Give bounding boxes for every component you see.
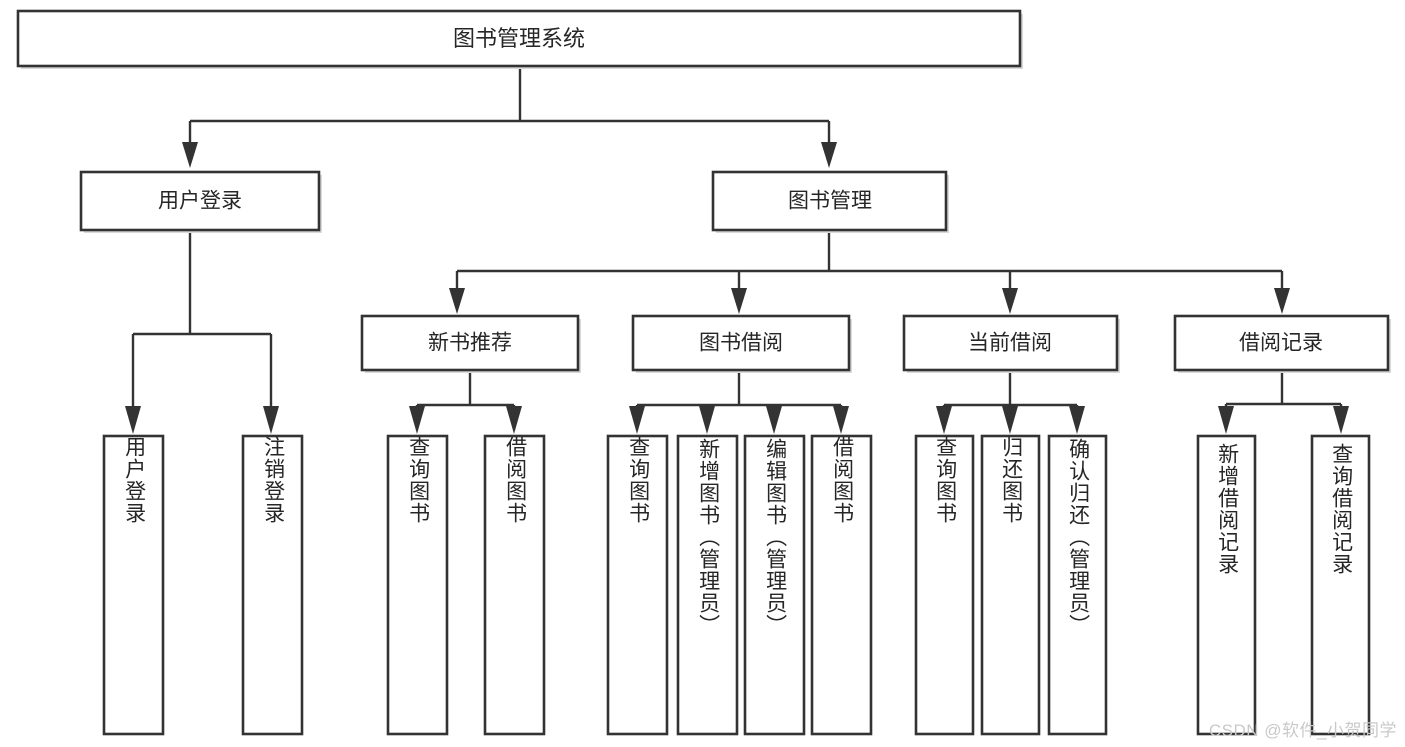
arrow-leaf-query-borrow-record — [1333, 406, 1349, 434]
leaf-borrow-book-2-box[interactable] — [810, 434, 873, 736]
arrow-leaf-query-book-2 — [629, 406, 645, 434]
leaf-logout-box[interactable] — [241, 434, 304, 736]
leaf-edit-book-admin-box[interactable] — [743, 434, 806, 736]
arrow-leaf-return-book — [1002, 406, 1018, 434]
bb-label: 图书借阅 — [699, 332, 783, 355]
leaf-query-borrow-record-box[interactable] — [1310, 434, 1371, 736]
leaf-query-book-2-box[interactable] — [606, 434, 669, 736]
arrow-to-current-borrow — [1002, 288, 1018, 314]
leaf-add-book-admin-box[interactable] — [676, 434, 739, 736]
node-root-library-system[interactable]: 图书管理系统 — [16, 9, 1023, 69]
leaf-user-login-box[interactable] — [102, 434, 165, 736]
nbr-label: 新书推荐 — [428, 332, 512, 355]
leaf-box-group — [102, 434, 1371, 736]
book-mgmt-box — [711, 170, 948, 232]
csdn-watermark: CSDN @软件_小贺同学 — [1208, 721, 1397, 740]
arrow-leaf-logout — [263, 406, 279, 434]
node-current-borrow[interactable]: 当前借阅 — [902, 314, 1120, 373]
edge-group — [125, 69, 1349, 434]
node-new-book-recommend[interactable]: 新书推荐 — [360, 314, 581, 373]
node-borrow-record[interactable]: 借阅记录 — [1173, 314, 1391, 373]
arrow-leaf-confirm-return-admin — [1069, 406, 1085, 434]
leaf-add-borrow-record-box[interactable] — [1196, 434, 1257, 736]
leaf-confirm-return-admin-box[interactable] — [1047, 434, 1108, 736]
arrow-to-borrow-record — [1274, 288, 1290, 314]
leaf-borrow-book-1-box[interactable] — [483, 434, 546, 736]
leaf-query-book-1-box[interactable] — [386, 434, 449, 736]
root-box — [16, 9, 1022, 68]
arrow-to-book-mgmt — [821, 142, 837, 168]
user-login-box — [79, 170, 321, 232]
cb-label: 当前借阅 — [968, 332, 1052, 355]
user-login-label: 用户登录 — [158, 190, 242, 213]
node-user-login[interactable]: 用户登录 — [79, 170, 322, 233]
leaf-query-book-3-box[interactable] — [914, 434, 975, 736]
arrow-leaf-add-borrow-record — [1218, 406, 1234, 434]
arrow-leaf-user-login — [125, 406, 141, 434]
arrow-leaf-query-book-1 — [409, 406, 425, 434]
bb-box — [631, 314, 851, 372]
arrow-leaf-borrow-book-2 — [833, 406, 849, 434]
arrow-to-user-login — [182, 142, 198, 168]
root-label: 图书管理系统 — [453, 26, 585, 51]
nbr-box — [360, 314, 580, 372]
node-book-borrow[interactable]: 图书借阅 — [631, 314, 852, 373]
node-book-management[interactable]: 图书管理 — [711, 170, 949, 233]
arrow-to-new-book-recommend — [449, 288, 465, 314]
arrow-leaf-edit-book-admin — [766, 406, 782, 434]
br-box — [1173, 314, 1390, 372]
cb-box — [902, 314, 1119, 372]
book-mgmt-label: 图书管理 — [788, 190, 872, 213]
arrow-leaf-query-book-3 — [936, 406, 952, 434]
br-label: 借阅记录 — [1239, 332, 1323, 355]
arrow-to-book-borrow — [731, 288, 747, 314]
arrow-leaf-add-book-admin — [699, 406, 715, 434]
leaf-return-book-box[interactable] — [980, 434, 1041, 736]
arrow-leaf-borrow-book-1 — [506, 406, 522, 434]
